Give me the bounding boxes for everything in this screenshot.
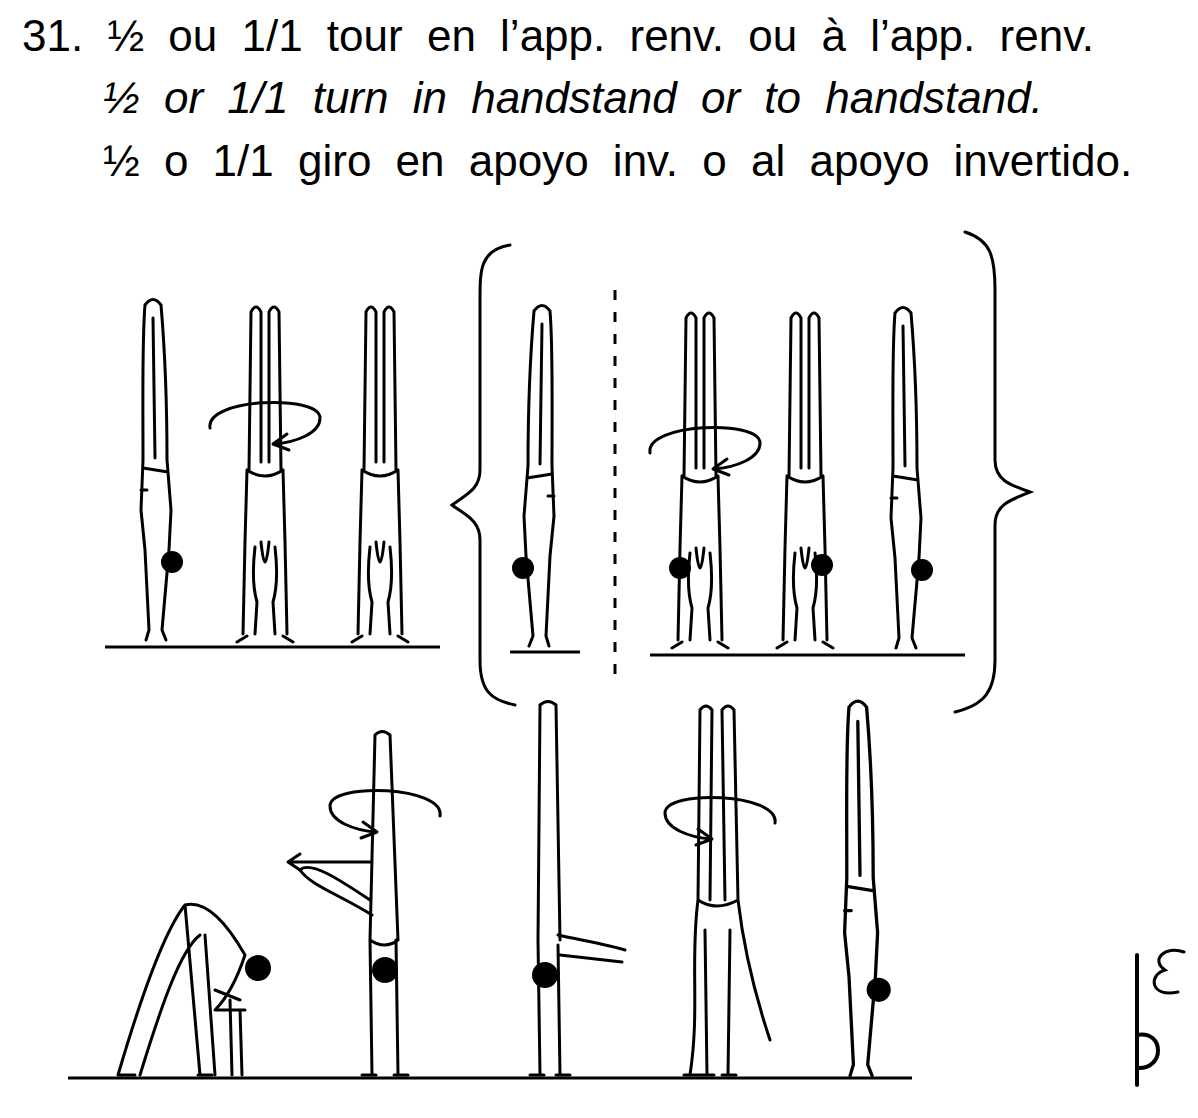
translation-text: ½ o 1/1 giro en apoyo inv. o al apoyo in…: [103, 139, 1132, 183]
title-text: 31. ½ ou 1/1 tour en l’app. renv. ou à l…: [22, 14, 1094, 58]
translation-text: ½ or 1/1 turn in handstand or to handsta…: [103, 76, 1043, 120]
